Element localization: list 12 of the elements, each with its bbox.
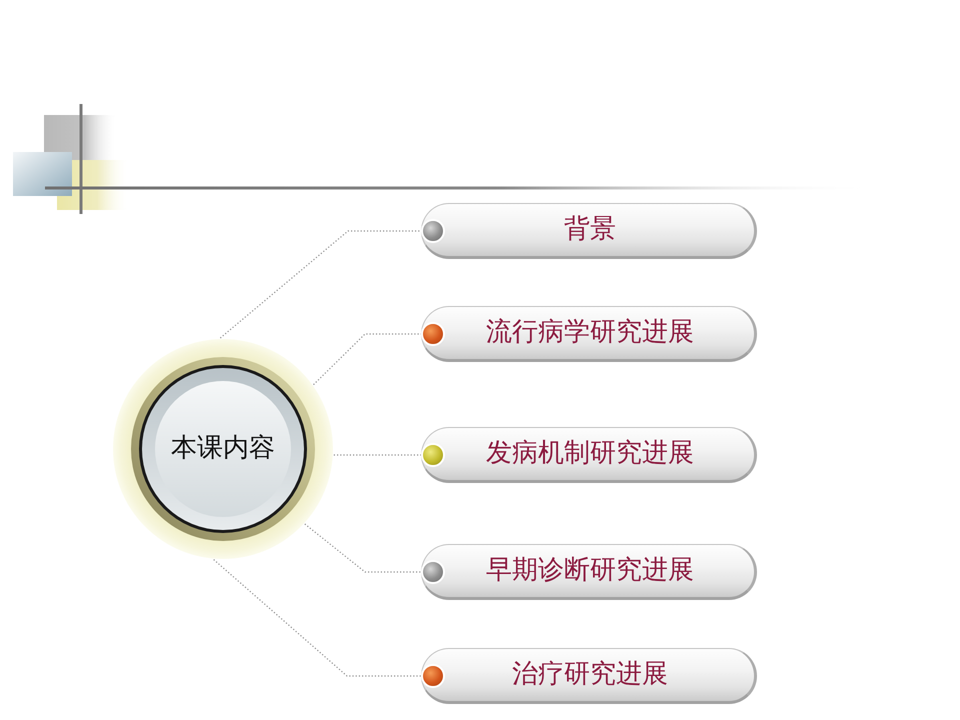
connector-line	[304, 524, 421, 573]
topic-label: 早期诊断研究进展	[486, 556, 694, 586]
topic-label: 发病机制研究进展	[486, 439, 694, 469]
connector-line	[220, 230, 421, 338]
connector-line	[334, 454, 421, 456]
topic-label: 治疗研究进展	[512, 660, 668, 690]
connector-line	[313, 333, 421, 386]
topic-label: 背景	[564, 215, 616, 245]
hub-circle	[113, 339, 333, 559]
topic-label: 流行病学研究进展	[486, 318, 694, 348]
connector-line	[213, 559, 421, 677]
hub-title: 本课内容	[171, 434, 275, 464]
